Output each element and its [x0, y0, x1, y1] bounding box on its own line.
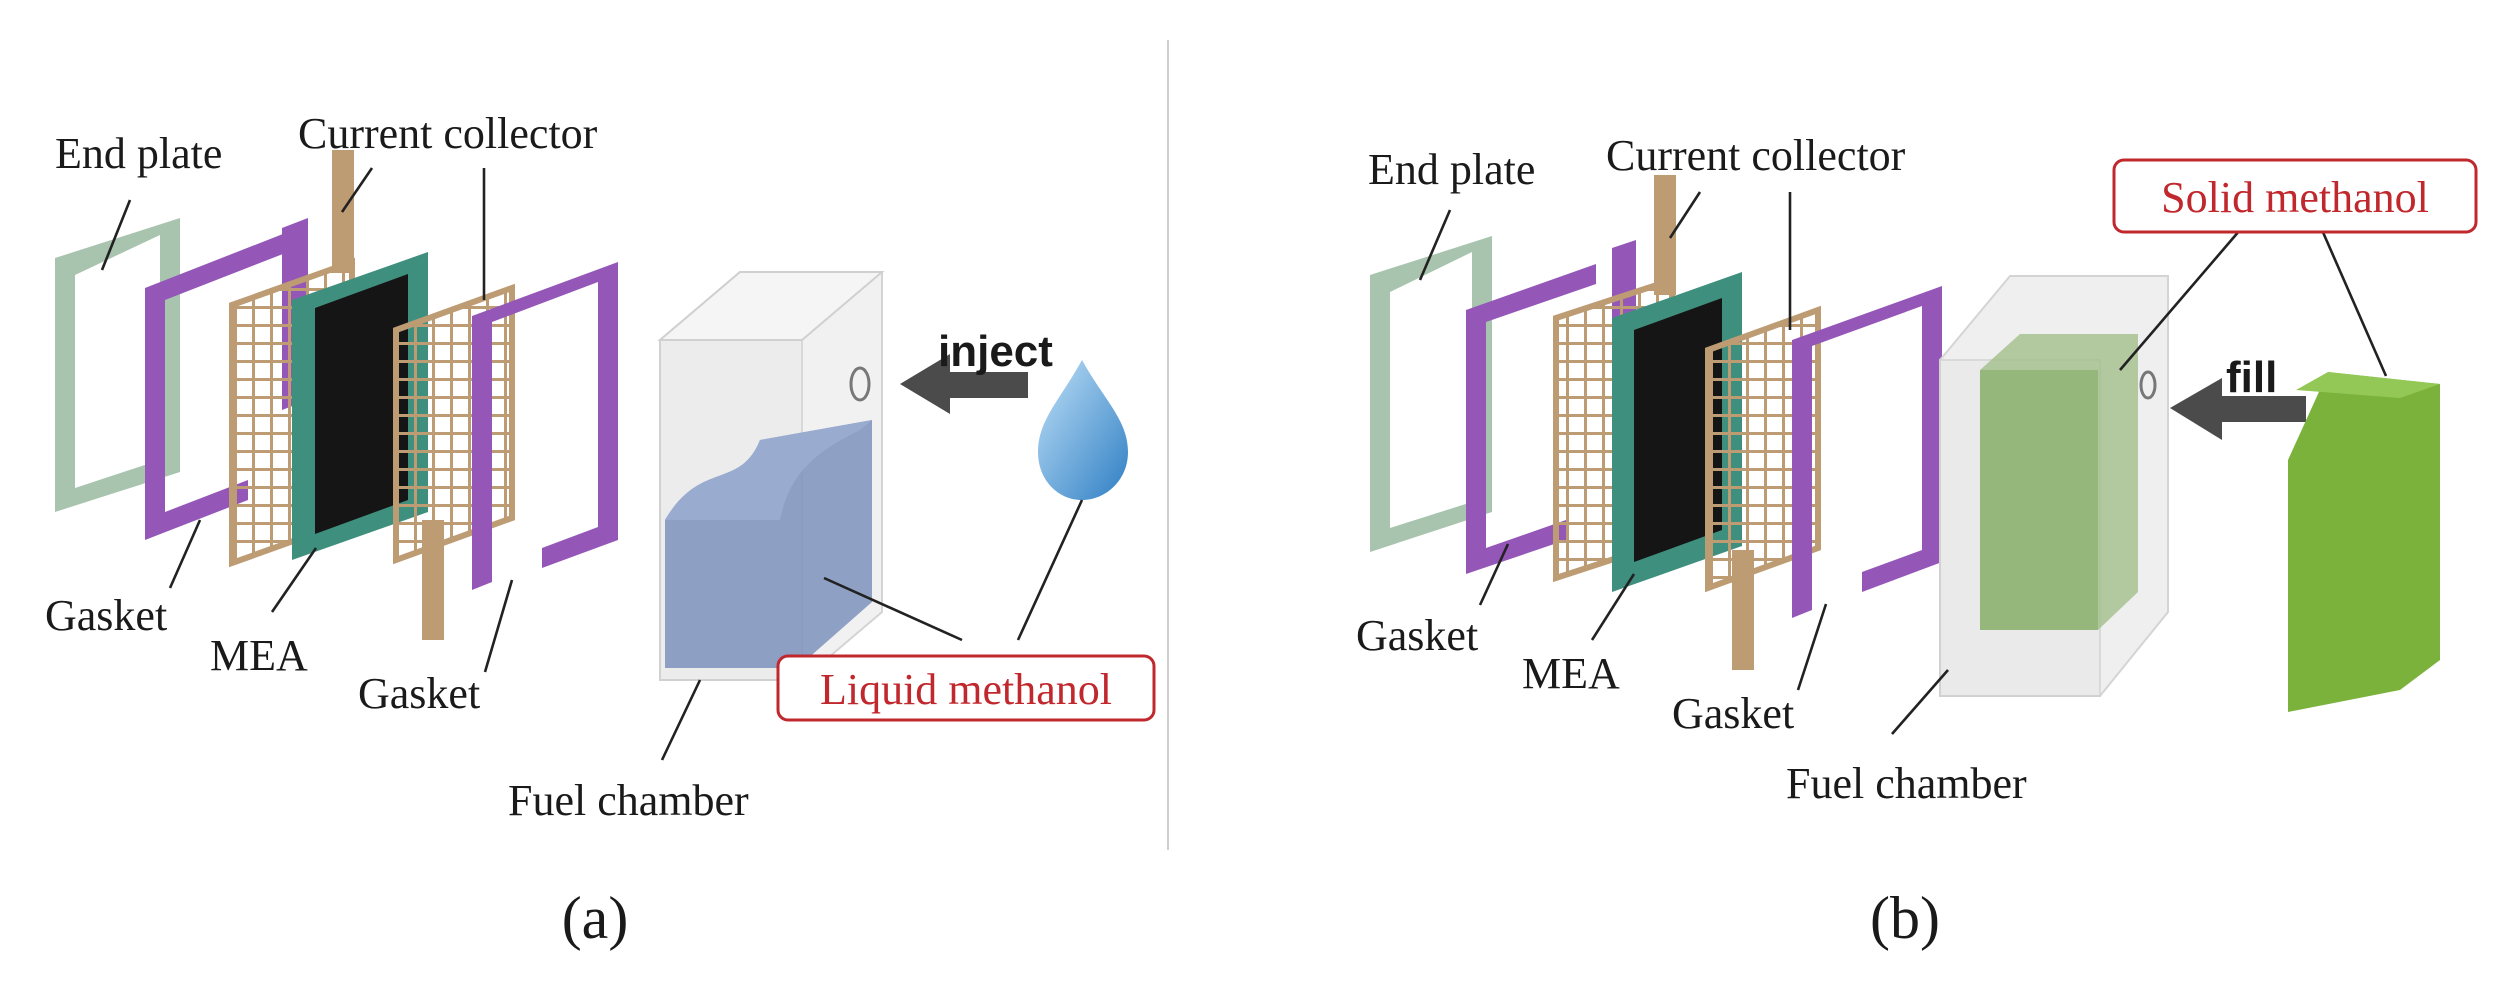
end-plate [55, 218, 180, 512]
end-plate-leader-b [1418, 209, 1452, 281]
label-inject: inject [938, 327, 1053, 376]
gasket-left [145, 232, 288, 540]
methanol-droplet-icon [1038, 360, 1128, 500]
label-gasket-right-a: Gasket [358, 669, 480, 718]
label-solid-methanol: Solid methanol [2161, 173, 2429, 222]
label-fuel-chamber-b: Fuel chamber [1786, 759, 2027, 808]
mea-leader-b [1590, 573, 1636, 641]
inlet-port [849, 366, 871, 402]
label-current-collector-b: Current collector [1606, 131, 1906, 180]
label-end-plate-b: End plate [1368, 145, 1535, 194]
caption-a: (a) [562, 885, 629, 951]
label-liquid-methanol: Liquid methanol [820, 665, 1112, 714]
collector-leader-1-b [1668, 191, 1702, 239]
collector-stem-top-b [1654, 175, 1676, 295]
gasket-right [472, 262, 618, 590]
fuel-chamber-leader [660, 679, 702, 761]
fuel-chamber-top [657, 271, 885, 341]
mea-core-b [1634, 298, 1722, 562]
liquid-methanol-box [776, 654, 1156, 722]
fill-arrow [2170, 378, 2306, 440]
mea-leader [270, 547, 318, 613]
label-fill: fill [2226, 353, 2277, 402]
label-end-plate-a: End plate [55, 129, 222, 178]
caption-b: (b) [1870, 885, 1940, 951]
label-gasket-right-b: Gasket [1672, 689, 1794, 738]
current-collector-right [393, 283, 515, 565]
inlet-port-b [2139, 370, 2157, 400]
label-fuel-chamber-a: Fuel chamber [508, 776, 749, 825]
liquid-methanol-surface [665, 420, 872, 520]
collector-leader-1 [340, 167, 374, 213]
inject-arrow [900, 354, 1028, 414]
solid-methanol-box [2112, 158, 2478, 234]
liquid-leader-1 [823, 576, 963, 642]
gasket-right-leader-b [1796, 603, 1828, 691]
solid-leader-2 [2320, 229, 2388, 377]
label-current-collector-a: Current collector [298, 109, 598, 158]
label-mea-b: MEA [1522, 649, 1620, 698]
panel-b: End plate Current collector Gasket MEA G… [1356, 131, 2478, 951]
label-mea-a: MEA [210, 631, 308, 680]
gasket-right-leader [483, 579, 514, 673]
gasket-left-leader-b [1478, 543, 1510, 606]
end-plate-b [1370, 236, 1492, 552]
solid-leader-1 [2119, 229, 2241, 371]
fuel-chamber-leader-b [1891, 669, 1949, 735]
liquid-leader-2 [1016, 499, 1084, 641]
solid-methanol-block-top [2296, 372, 2440, 398]
label-gasket-left-a: Gasket [45, 591, 167, 640]
panel-a: End plate Current collector Gasket MEA G… [45, 109, 1156, 951]
gasket-left-b [1466, 264, 1596, 574]
label-gasket-left-b: Gasket [1356, 611, 1478, 660]
current-collector-right-b [1705, 305, 1821, 593]
gasket-left-leader [168, 519, 202, 589]
solid-methanol-block [2288, 372, 2440, 712]
gasket-right-b [1792, 286, 1942, 618]
solid-methanol-inside-face [1980, 370, 2098, 630]
end-plate-leader [100, 199, 132, 271]
mea-core [315, 274, 408, 534]
